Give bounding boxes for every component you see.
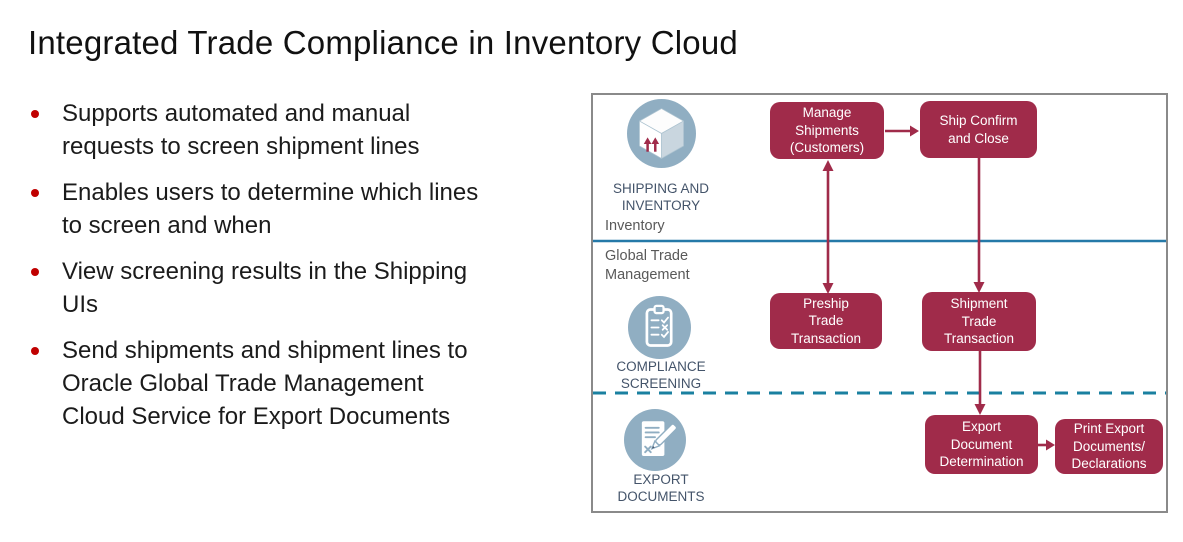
node-ship-confirm-and-close: Ship Confirm and Close [920, 101, 1037, 158]
bullet-item: Send shipments and shipment lines to Ora… [28, 334, 558, 433]
bullet-list: Supports automated and manual requests t… [28, 97, 558, 446]
system-label-inventory: Inventory [605, 218, 665, 234]
node-shipment-trade-transaction: Shipment Trade Transaction [922, 292, 1036, 351]
arrow-shipmenttrade-to-exportdoc [974, 351, 986, 415]
system-label-global-trade-management: Global Trade Management [605, 248, 690, 283]
page-title: Integrated Trade Compliance in Inventory… [28, 24, 738, 62]
bullet-item: View screening results in the Shipping U… [28, 255, 558, 321]
node-print-export-documents: Print Export Documents/ Declarations [1055, 419, 1163, 474]
clipboard-checklist-icon [628, 296, 691, 359]
node-manage-shipments: Manage Shipments (Customers) [770, 102, 884, 159]
trade-compliance-flow-diagram: SHIPPING AND INVENTORY Inventory Global … [591, 93, 1168, 513]
lane-title-compliance-screening: COMPLIANCE SCREENING [616, 359, 706, 391]
arrow-exportdoc-to-printexport [1038, 439, 1055, 451]
arrow-manage-preship-bidirectional [822, 160, 834, 294]
shipping-cube-icon [627, 99, 696, 168]
document-pen-icon [624, 409, 686, 471]
node-preship-trade-transaction: Preship Trade Transaction [770, 293, 882, 349]
lane-title-export-documents: EXPORT DOCUMENTS [617, 472, 705, 504]
lane-title-shipping-and-inventory: SHIPPING AND INVENTORY [612, 181, 710, 213]
bullet-item: Supports automated and manual requests t… [28, 97, 558, 163]
flow-lines-layer [593, 125, 1166, 451]
arrow-manage-to-shipconfirm [885, 125, 919, 137]
node-export-document-determination: Export Document Determination [925, 415, 1038, 474]
bullet-item: Enables users to determine which lines t… [28, 176, 558, 242]
arrow-shipconfirm-to-shipmenttrade [973, 158, 985, 293]
